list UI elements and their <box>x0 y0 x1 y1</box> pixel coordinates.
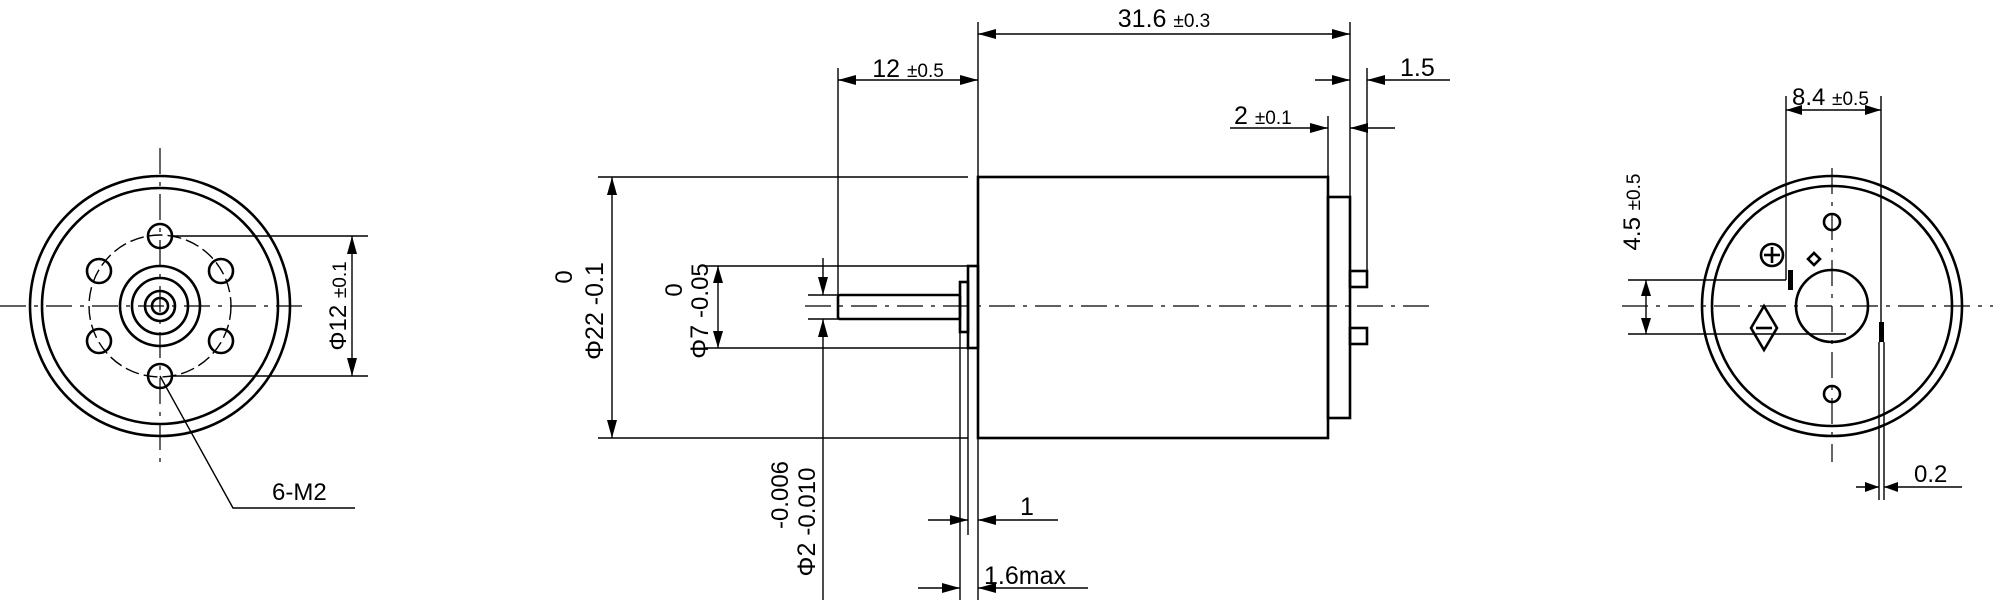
rear-outer-rim <box>1700 174 1964 438</box>
front-boss-outer <box>118 264 202 348</box>
rear-step-dimension: 2 ±0.1 <box>1234 102 1292 130</box>
rear-view: 8.4 ±0.5 4.5 ±0.5 0.2 <box>1619 84 1993 500</box>
front-outer-rim <box>28 174 292 438</box>
terminal-offset-dimension: 4.5 ±0.5 <box>1619 174 1646 251</box>
rear-hole-top <box>1822 212 1842 232</box>
motor-body <box>976 175 1330 440</box>
shaft <box>836 293 962 321</box>
rear-inner-rim <box>1710 184 1954 428</box>
minus-terminal-icon <box>1749 303 1779 353</box>
rear-hole-bottom <box>1822 384 1842 404</box>
boss-diameter-dimension: Φ7 -0.05 <box>686 263 714 359</box>
screw-hole-upper-right <box>207 257 235 285</box>
front-flange <box>966 264 980 350</box>
screw-pitch-circle <box>88 234 232 378</box>
flange-thickness-dimension: 1 <box>1020 493 1034 521</box>
rear-bearing-boss <box>1794 268 1870 344</box>
rear-plate-dimension: 1.5 <box>1400 54 1435 82</box>
terminal-blade-left <box>1788 270 1793 290</box>
body-diameter-upper-tol: 0 <box>551 270 578 283</box>
plus-terminal-icon <box>1759 242 1785 268</box>
terminal-width-dimension: 0.2 <box>1914 461 1947 488</box>
screw-hole-lower-left <box>85 327 113 355</box>
screw-hole-upper-left <box>85 257 113 285</box>
side-view: 31.6 ±0.3 12 ±0.5 1.5 2 ±0.1 Φ22 -0.1 0 <box>551 5 1450 600</box>
boss-diameter-upper-tol: 0 <box>661 283 688 296</box>
front-inner-rim <box>40 186 280 426</box>
terminal-tab-bottom <box>1348 326 1369 346</box>
terminal-tab-top <box>1348 269 1369 289</box>
screw-callout: 6-M2 <box>272 479 327 506</box>
boss-max-dimension: 1.6max <box>984 562 1066 590</box>
terminal-spacing-dimension: 8.4 ±0.5 <box>1792 84 1869 111</box>
terminal-blade-right <box>1879 322 1884 342</box>
rear-end-cap <box>1326 195 1352 420</box>
screw-hole-lower-right <box>207 327 235 355</box>
body-diameter-dimension: Φ22 -0.1 <box>581 262 609 360</box>
terminal-marker <box>1806 251 1822 267</box>
screw-pcd-dimension: Φ12 ±0.1 <box>325 261 352 350</box>
shaft-end <box>150 296 170 316</box>
total-length-dimension: 31.6 ±0.3 <box>1118 5 1210 33</box>
shaft-bearing <box>143 289 177 323</box>
shaft-diameter-dimension: Φ2 -0.010 <box>793 468 821 577</box>
front-boss-inner <box>130 276 190 336</box>
shaft-diameter-upper-tol: -0.006 <box>767 461 794 529</box>
shaft-length-dimension: 12 ±0.5 <box>872 55 944 83</box>
front-view: Φ12 ±0.1 6-M2 <box>0 148 368 509</box>
